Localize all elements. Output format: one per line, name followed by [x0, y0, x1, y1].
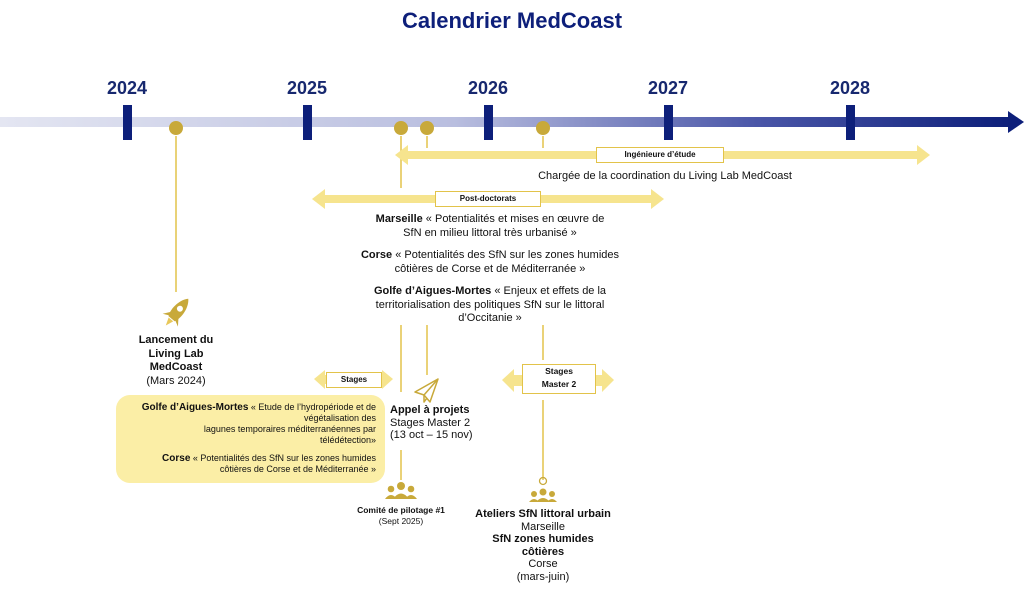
year-tick [123, 105, 132, 140]
year-label: 2027 [647, 78, 689, 98]
year-tick [484, 105, 493, 140]
year-label: 2028 [829, 78, 871, 98]
year-label: 2026 [467, 78, 509, 98]
milestone-dot [169, 121, 183, 135]
year-label: 2025 [286, 78, 328, 98]
appel-projets-text: Appel à projets Stages Master 2 (13 oct … [390, 404, 473, 441]
postdoc-label: Post-doctorats [435, 191, 541, 207]
stages-corse-text: Corse « Potentialités des SfN sur les zo… [162, 453, 376, 474]
postdoc-corse: Corse « Potentialités des SfN sur les zo… [360, 249, 620, 275]
stages-box [116, 395, 385, 483]
year-tick [303, 105, 312, 140]
year-tick [664, 105, 673, 140]
postdoc-marseille: Marseille « Potentialités et mises en œu… [375, 213, 605, 239]
people-pin-icon [529, 476, 557, 502]
stages-golfe-text: Golfe d’Aigues-Mortes « Etude de l’hydro… [141, 402, 376, 445]
timeline-arrow-head [1008, 111, 1024, 133]
master2-label: Stages Master 2 [522, 364, 596, 394]
stages-label: Stages [326, 372, 382, 388]
postdoc-golfe: Golfe d’Aigues-Mortes « Enjeux et effets… [373, 285, 607, 324]
ingenieur-description: Chargée de la coordination du Living Lab… [538, 170, 792, 182]
rocket-icon [162, 298, 189, 327]
paper-plane-icon [414, 378, 439, 403]
people-group-icon [385, 482, 417, 499]
comite-text: Comité de pilotage #1 (Sept 2025) [357, 505, 445, 526]
milestone-dot [420, 121, 434, 135]
page-title: Calendrier MedCoast [401, 8, 623, 33]
milestone-dot [394, 121, 408, 135]
year-label: 2024 [106, 78, 148, 98]
lancement-text: Lancement du Living Lab MedCoast (Mars 2… [138, 334, 214, 387]
year-tick [846, 105, 855, 140]
ingenieur-label: Ingénieure d’étude [596, 147, 724, 163]
milestone-dot [536, 121, 550, 135]
timeline-bar [0, 117, 1010, 127]
ateliers-text: Ateliers SfN littoral urbain Marseille S… [475, 508, 611, 583]
